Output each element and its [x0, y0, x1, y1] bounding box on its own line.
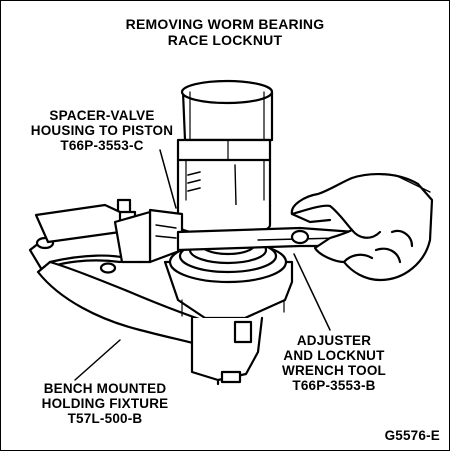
diagram-title: REMOVING WORM BEARING RACE LOCKNUT [110, 16, 340, 48]
label-bench-fixture: BENCH MOUNTED HOLDING FIXTURE T57L-500-B [12, 381, 198, 426]
label-adjuster-wrench-tool: ADJUSTER AND LOCKNUT WRENCH TOOL T66P-35… [254, 333, 414, 393]
label-line: HOUSING TO PISTON [30, 123, 174, 138]
spacer-tool-drawing [176, 79, 274, 236]
label-line: SPACER-VALVE [49, 108, 155, 123]
label-line: T66P-3553-B [292, 378, 376, 393]
label-line: T57L-500-B [67, 411, 143, 426]
clamp-bracket-drawing [113, 208, 184, 264]
figure-id: G5576-E [384, 428, 440, 443]
label-line: BENCH MOUNTED [43, 381, 167, 396]
label-line: HOLDING FIXTURE [41, 396, 169, 411]
hand-drawing [290, 172, 434, 282]
label-spacer-valve-tool: SPACER-VALVE HOUSING TO PISTON T66P-3553… [18, 108, 186, 153]
label-line: AND LOCKNUT [283, 348, 385, 363]
leader-lines [74, 149, 331, 381]
label-line: ADJUSTER [296, 333, 372, 348]
label-line: WRENCH TOOL [282, 363, 386, 378]
label-line: T66P-3553-C [60, 138, 144, 153]
title-line-1: REMOVING WORM BEARING [125, 16, 325, 32]
title-line-2: RACE LOCKNUT [167, 32, 283, 48]
